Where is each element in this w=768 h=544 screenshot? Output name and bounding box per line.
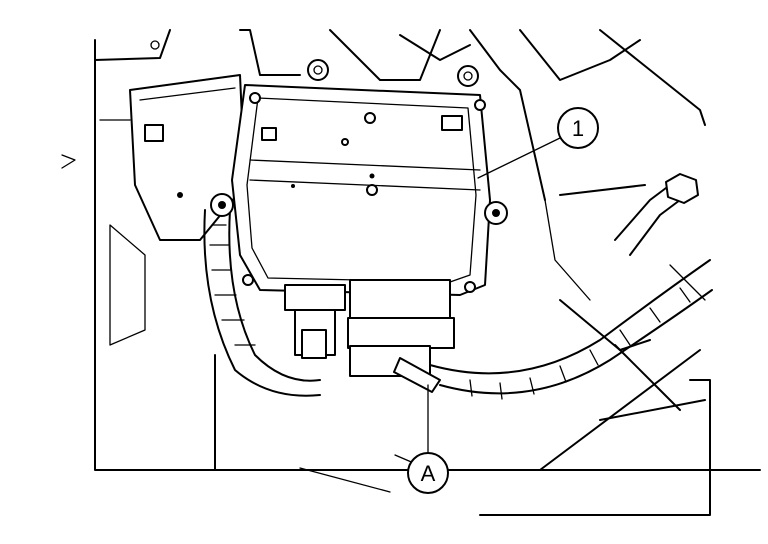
- wiring-harness: [203, 184, 713, 400]
- mounting-bolts: [210, 59, 699, 225]
- harness-connectors: [284, 279, 455, 393]
- vehicle-body-structure: [61, 29, 761, 516]
- control-unit: [231, 84, 491, 296]
- callout-a-label: A: [421, 461, 436, 486]
- callout-1: 1: [477, 107, 599, 179]
- callout-1-label: 1: [572, 116, 584, 141]
- mounting-bracket: [129, 40, 246, 241]
- callout-a: A: [407, 384, 449, 494]
